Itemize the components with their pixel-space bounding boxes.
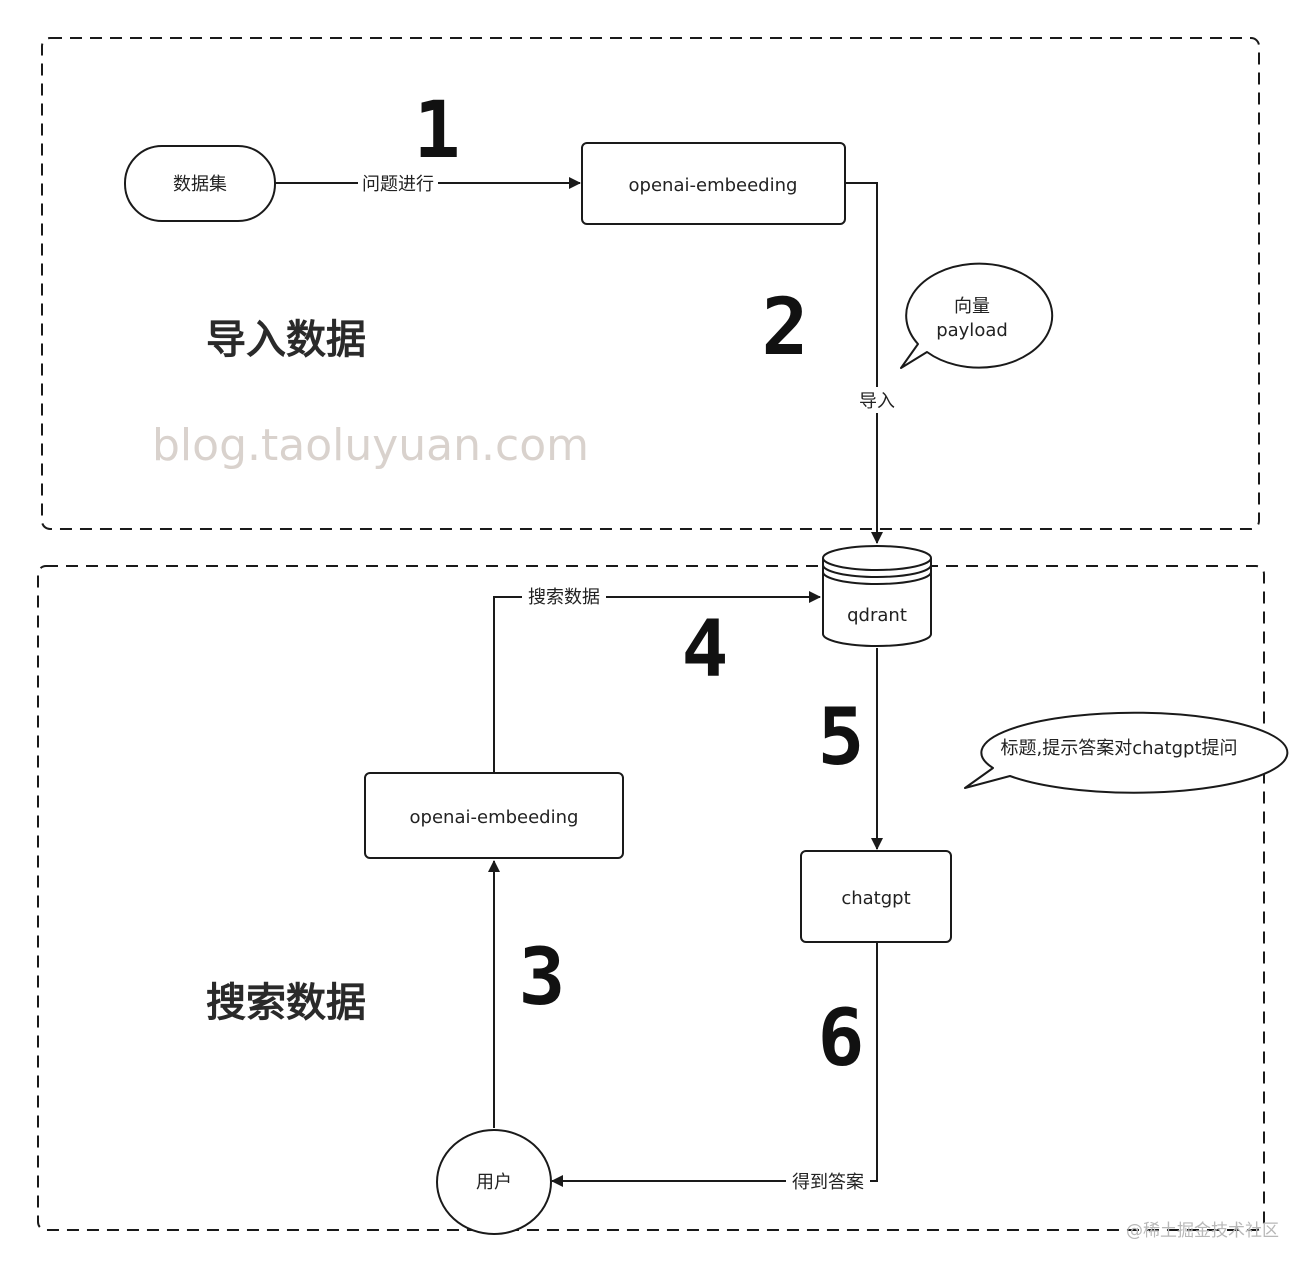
search-section-frame: [37, 565, 1265, 1231]
node-dataset-label: 数据集: [173, 174, 227, 195]
edge-label-search: 搜索数据: [528, 587, 600, 608]
callout-vector-line1: 向量: [954, 296, 990, 317]
footer-credit: @稀土掘金技术社区: [1126, 1221, 1279, 1241]
step-number-6: 6: [818, 994, 865, 1084]
edge-label-answer: 得到答案: [792, 1172, 864, 1193]
node-embedding-bottom: [364, 772, 624, 859]
callout-prompt-bubble: [964, 711, 1289, 794]
node-embedding-top: [581, 142, 846, 225]
search-section-title: 搜索数据: [206, 980, 366, 1026]
edge-label-bg: [786, 1169, 870, 1193]
qdrant-cylinder-ring: [822, 564, 932, 578]
node-qdrant-label: qdrant: [847, 605, 907, 626]
edge-chatgpt-to-user: [551, 943, 878, 1187]
edge-label-bg: [855, 387, 899, 413]
step-number-1: 1: [414, 86, 461, 176]
step-number-2: 2: [762, 283, 809, 373]
edge-label-bg: [358, 171, 438, 195]
node-embedding-top-label: openai-embeeding: [629, 175, 798, 196]
node-qdrant: [822, 545, 932, 647]
qdrant-cylinder-top: [822, 545, 932, 571]
import-section-frame: [41, 37, 1260, 530]
node-chatgpt-label: chatgpt: [841, 888, 910, 909]
edge-label-dataset-to-embedding: 问题进行: [362, 174, 434, 195]
callout-vector-bubble: [900, 262, 1054, 369]
callout-prompt: 标题,提示答案对chatgpt提问: [964, 711, 1289, 794]
step-number-5: 5: [818, 693, 865, 783]
edge-embedding-to-qdrant: [846, 182, 883, 544]
node-user: [436, 1129, 552, 1235]
node-chatgpt: [800, 850, 952, 943]
callout-vector-line2: payload: [936, 320, 1008, 341]
edge-label-import: 导入: [859, 391, 895, 412]
watermark: blog.taoluyuan.com: [152, 420, 589, 471]
qdrant-cylinder-body: [822, 558, 932, 647]
edge-label-bg: [522, 585, 606, 609]
step-number-4: 4: [682, 605, 729, 695]
import-section-title: 导入数据: [206, 317, 366, 363]
callout-prompt-text: 标题,提示答案对chatgpt提问: [1000, 738, 1237, 759]
edge-embedding-to-qdrant-search: [493, 591, 821, 772]
node-dataset: [124, 145, 276, 222]
callout-vector: 向量 payload: [900, 262, 1054, 369]
node-embedding-bottom-label: openai-embeeding: [410, 807, 579, 828]
step-number-3: 3: [519, 933, 566, 1023]
node-user-label: 用户: [476, 1172, 512, 1193]
qdrant-cylinder-ring: [822, 571, 932, 585]
